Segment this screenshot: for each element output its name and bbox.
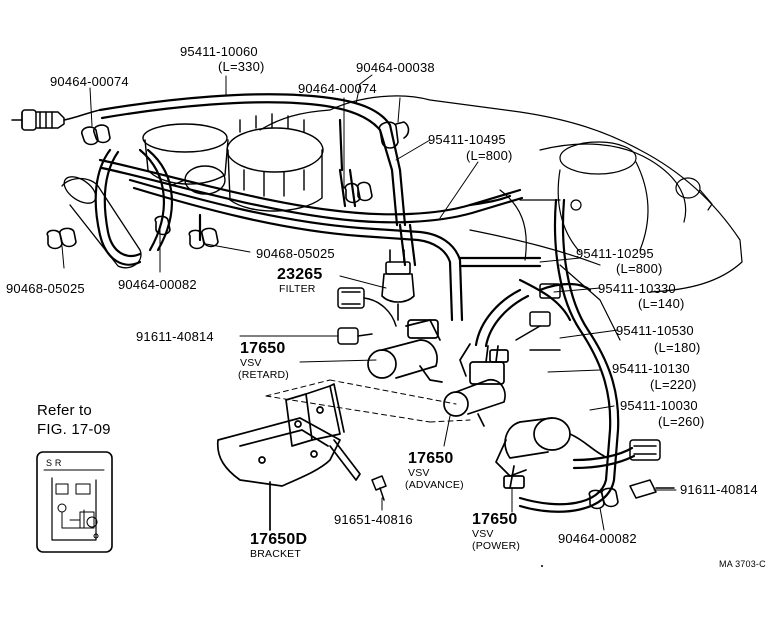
label-90464-00074-mid: 90464-00074 [298, 81, 377, 96]
bracket-17650d [216, 383, 361, 531]
label-90464-00082-left: 90464-00082 [118, 277, 197, 292]
label-90464-00082-right: 90464-00082 [558, 531, 637, 546]
label-95411-10030-length: (L=260) [658, 414, 705, 429]
label-95411-10130-length: (L=220) [650, 377, 697, 392]
label-17650-retard: 17650 [240, 340, 286, 357]
label-17650-power: 17650 [472, 511, 518, 528]
label-95411-10060: 95411-10060 [180, 44, 258, 59]
distributor [142, 113, 324, 212]
inset-box [36, 451, 113, 553]
label-95411-10495: 95411-10495 [428, 132, 506, 147]
label-95411-10495-length: (L=800) [466, 148, 513, 163]
label-17650d: 17650D [250, 531, 308, 548]
engine-outline [259, 95, 743, 341]
label-95411-10030: 95411-10030 [620, 398, 698, 413]
label-refer-to: Refer to [37, 402, 92, 419]
vsv-retard [367, 319, 443, 383]
hose-clamps [46, 121, 619, 510]
label-23265-filter: FILTER [279, 283, 316, 295]
connector-left [337, 287, 397, 345]
vsv-advance [443, 343, 509, 427]
connectors-mid [515, 283, 561, 351]
label-90464-00038: 90464-00038 [356, 60, 435, 75]
label-95411-10530-length: (L=180) [654, 340, 701, 355]
leader-lines [61, 74, 677, 531]
label-95411-10530: 95411-10530 [616, 323, 694, 338]
bolt-91651 [371, 475, 387, 501]
label-23265: 23265 [277, 266, 323, 283]
air-duct [61, 176, 142, 269]
label-95411-10330: 95411-10330 [598, 281, 676, 296]
label-95411-10295-length: (L=800) [616, 261, 663, 276]
sensor-plug-left [11, 109, 101, 131]
label-95411-10330-length: (L=140) [638, 296, 685, 311]
label-90464-00074-left: 90464-00074 [50, 74, 129, 89]
label-95411-10295: 95411-10295 [576, 246, 654, 261]
label-17650-advance-vsv: VSV [408, 467, 430, 479]
label-inset-mark: S R [46, 458, 62, 468]
label-90468-05025-left: 90468-05025 [6, 281, 85, 296]
label-17650-power-name: (POWER) [472, 540, 521, 552]
figure-code: MA 3703-C [719, 559, 766, 569]
hose-bundle [94, 93, 524, 322]
dashed-guides [265, 379, 471, 423]
label-refer-fig: FIG. 17-09 [37, 421, 111, 438]
label-91611-40814-left: 91611-40814 [136, 329, 214, 344]
vsv-power [495, 417, 605, 489]
label-91611-40814-right: 91611-40814 [680, 482, 758, 497]
label-17650-power-vsv: VSV [472, 528, 494, 540]
connector-right [629, 439, 675, 499]
label-91651-40816: 91651-40816 [334, 512, 413, 527]
label-95411-10130: 95411-10130 [612, 361, 690, 376]
label-17650-advance: 17650 [408, 450, 454, 467]
label-90468-05025-mid: 90468-05025 [256, 246, 335, 261]
label-17650-advance-name: (ADVANCE) [405, 479, 464, 491]
label-17650-retard-vsv: VSV [240, 357, 262, 369]
label-17650d-bracket: BRACKET [250, 548, 301, 560]
filter-23265 [381, 249, 415, 321]
label-17650-retard-name: (RETARD) [238, 369, 289, 381]
label-95411-10060-length: (L=330) [218, 59, 265, 74]
